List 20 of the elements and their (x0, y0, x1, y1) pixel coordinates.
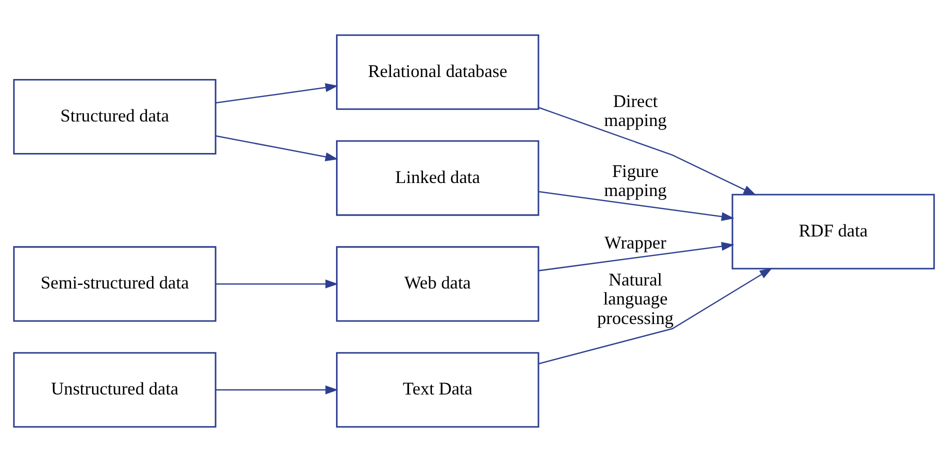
node-box: Web data (336, 246, 540, 322)
node-box: Unstructured data (13, 352, 216, 428)
edge-label: Wrapper (604, 232, 666, 252)
node-box: RDF data (732, 193, 935, 269)
edge-label: Direct mapping (604, 90, 667, 130)
arrow (216, 134, 338, 161)
node-box: Structured data (13, 78, 216, 154)
edge-label: Natural language processing (597, 268, 674, 328)
arrow (216, 384, 338, 394)
arrow (216, 82, 338, 104)
arrow (538, 267, 772, 364)
arrow (216, 279, 338, 288)
node-box: Semi-structured data (13, 246, 216, 322)
edge-label: Figure mapping (604, 160, 667, 200)
arrow (538, 106, 756, 195)
node-box: Text Data (336, 352, 540, 428)
node-box: Linked data (336, 140, 540, 216)
arrow (538, 241, 734, 271)
arrow (538, 190, 734, 221)
node-box: Relational database (336, 34, 540, 110)
